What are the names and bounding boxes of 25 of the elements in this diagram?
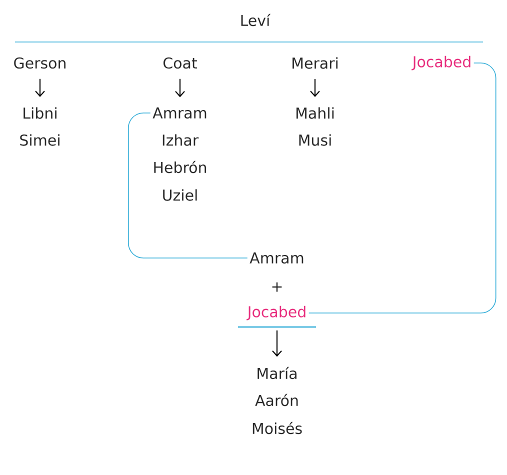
name-text: Izhar bbox=[162, 134, 199, 146]
name-text: Uziel bbox=[163, 189, 197, 201]
name-text: Amram bbox=[152, 107, 206, 119]
name-text: Aarón bbox=[255, 394, 298, 406]
name-text: Libni bbox=[24, 107, 56, 119]
connector-line bbox=[308, 62, 496, 314]
name-text: Gerson bbox=[14, 57, 66, 69]
name-text: Mahli bbox=[296, 107, 334, 119]
name-text: Coat bbox=[163, 57, 197, 69]
connector-line bbox=[128, 112, 248, 258]
name-text: Simei bbox=[20, 134, 60, 146]
name-text: Jocabed bbox=[246, 306, 306, 320]
name-text: Musi bbox=[299, 134, 331, 146]
arrow bbox=[272, 330, 282, 357]
name-text: Merari bbox=[292, 57, 338, 69]
arrow bbox=[35, 78, 45, 97]
arrow bbox=[310, 79, 320, 97]
plus-sign: + bbox=[272, 282, 282, 292]
arrow bbox=[175, 78, 185, 98]
name-text: Leví bbox=[241, 14, 271, 26]
name-text: Amram bbox=[250, 252, 304, 264]
name-text: María bbox=[258, 366, 296, 380]
name-text: Hebrón bbox=[154, 160, 206, 174]
name-text: Jocabed bbox=[412, 56, 470, 70]
name-text: Moisés bbox=[252, 422, 302, 434]
